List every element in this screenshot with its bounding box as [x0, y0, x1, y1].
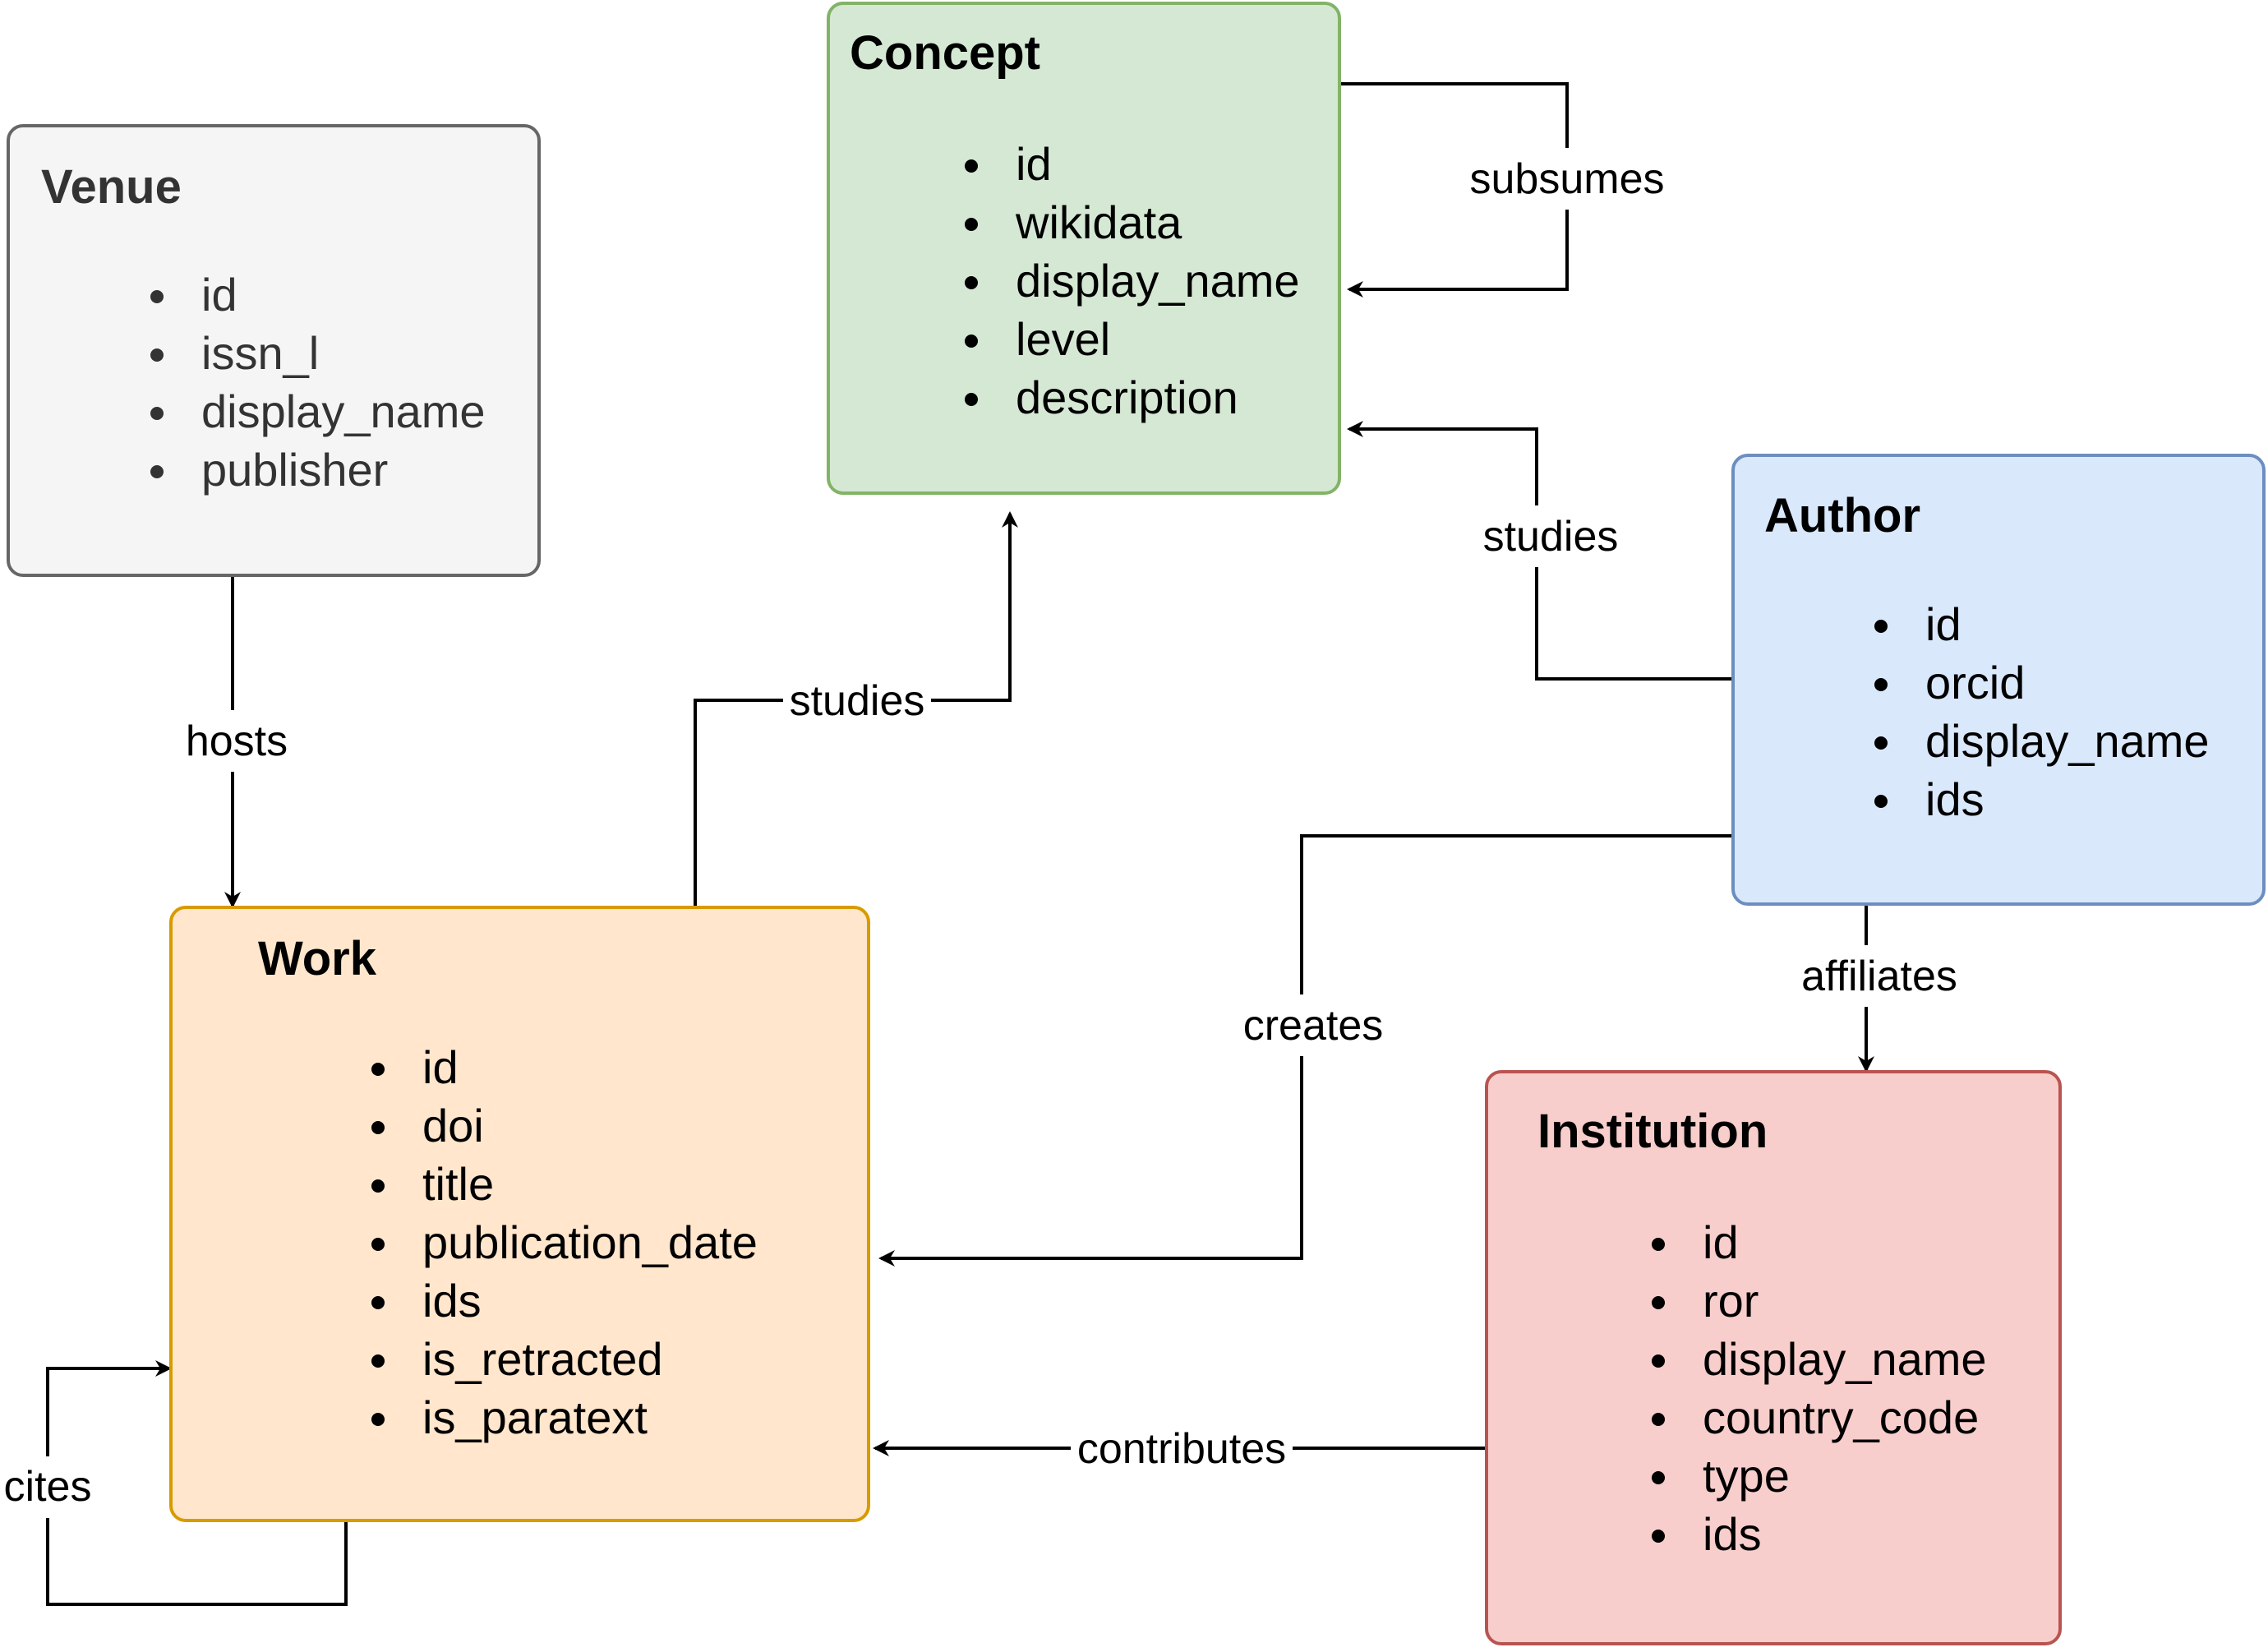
field-item: level: [965, 310, 1300, 368]
label-cites: cites: [0, 1456, 97, 1518]
entity-title: Venue: [41, 160, 182, 214]
field-item: ids: [371, 1271, 758, 1330]
field-item: wikidata: [965, 193, 1300, 251]
label-author-studies: studies: [1469, 505, 1624, 567]
label-contributes: contributes: [1071, 1419, 1293, 1480]
field-item: doi: [371, 1096, 758, 1155]
entity-institution: Institution id ror display_name country_…: [1485, 1070, 2062, 1645]
field-list: id wikidata display_name level descripti…: [965, 135, 1300, 427]
entity-work: Work id doi title publication_date ids i…: [169, 906, 870, 1522]
field-item: id: [1652, 1213, 1987, 1271]
field-item: is_paratext: [371, 1388, 758, 1447]
field-list: id doi title publication_date ids is_ret…: [371, 1038, 758, 1447]
field-item: display_name: [1874, 712, 2210, 770]
edge-label-work-studies: studies: [790, 677, 925, 725]
field-list: id ror display_name country_code type id…: [1652, 1213, 1987, 1563]
label-affiliates: affiliates: [1791, 945, 1967, 1007]
field-item: display_name: [1652, 1330, 1987, 1388]
edge-label-contributes: contributes: [1077, 1425, 1286, 1473]
field-item: ids: [1874, 770, 2210, 828]
entity-concept: Concept id wikidata display_name level d…: [827, 2, 1341, 495]
edge-cites: [46, 1360, 348, 1606]
label-work-studies: studies: [783, 670, 931, 731]
field-item: orcid: [1874, 653, 2210, 712]
field-item: display_name: [965, 251, 1300, 310]
edge-label-hosts: hosts: [186, 718, 288, 765]
entity-title: Work: [258, 932, 376, 985]
field-item: display_name: [150, 382, 486, 441]
field-list: id issn_l display_name publisher: [150, 265, 486, 499]
field-item: publication_date: [371, 1213, 758, 1271]
field-item: publisher: [150, 441, 486, 499]
field-item: title: [371, 1155, 758, 1213]
field-item: country_code: [1652, 1388, 1987, 1447]
field-item: id: [371, 1038, 758, 1096]
edge-label-cites: cites: [4, 1463, 92, 1511]
edge-label-subsumes: subsumes: [1470, 155, 1665, 203]
entity-title: Concept: [850, 26, 1040, 80]
edge-label-author-studies: studies: [1483, 513, 1619, 561]
field-item: type: [1652, 1447, 1987, 1505]
edge-label-creates: creates: [1243, 1002, 1384, 1050]
field-item: id: [150, 265, 486, 324]
entity-author: Author id orcid display_name ids: [1731, 454, 2266, 906]
edge-label-affiliates: affiliates: [1801, 953, 1957, 1000]
field-list: id orcid display_name ids: [1874, 595, 2210, 828]
field-item: ror: [1652, 1271, 1987, 1330]
label-hosts: hosts: [173, 710, 296, 772]
field-item: id: [1874, 595, 2210, 653]
field-item: issn_l: [150, 324, 486, 382]
field-item: ids: [1652, 1505, 1987, 1563]
field-item: id: [965, 135, 1300, 193]
field-item: is_retracted: [371, 1330, 758, 1388]
field-item: description: [965, 368, 1300, 427]
entity-title: Author: [1764, 489, 1921, 542]
label-creates: creates: [1235, 994, 1391, 1056]
label-subsumes: subsumes: [1459, 148, 1675, 210]
entity-title: Institution: [1537, 1105, 1768, 1158]
entity-venue: Venue id issn_l display_name publisher: [7, 124, 541, 577]
